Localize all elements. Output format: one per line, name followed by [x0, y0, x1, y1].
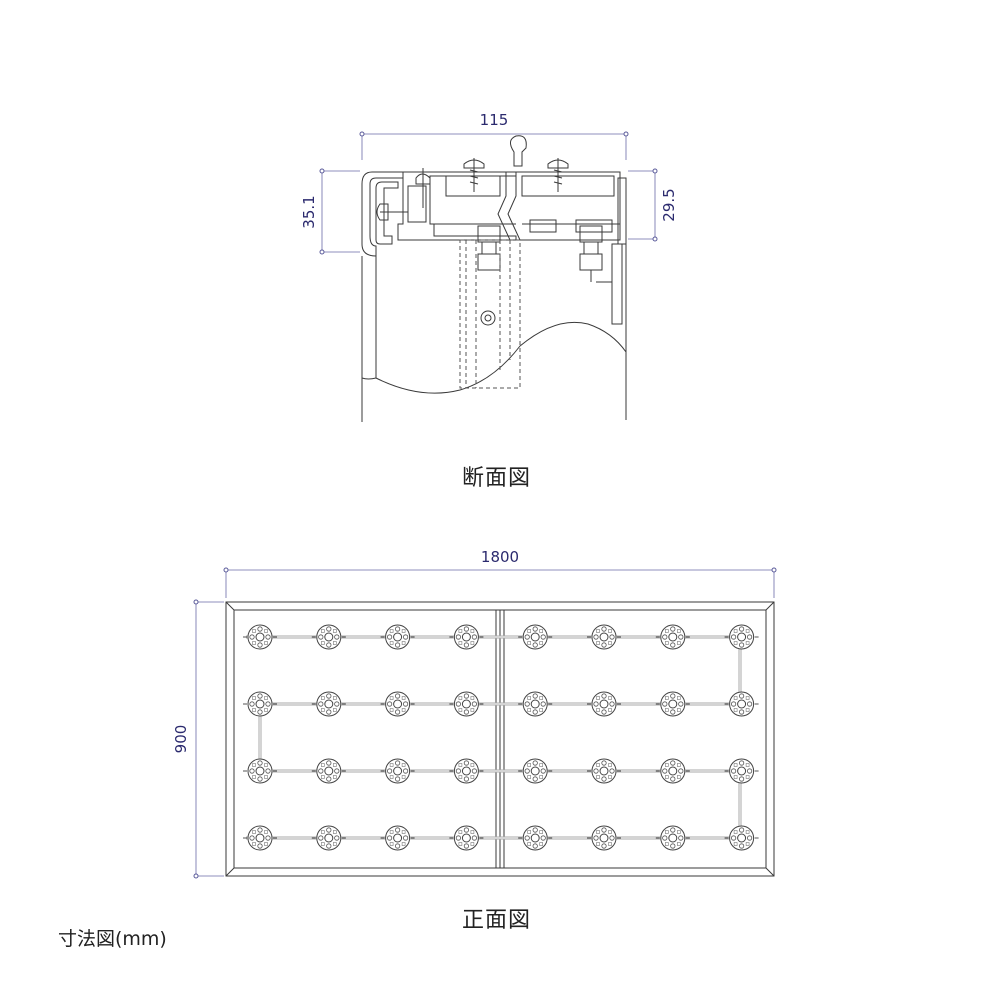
led-module-icon	[449, 624, 484, 650]
led-module-icon	[380, 624, 415, 650]
led-module-icon	[518, 825, 553, 851]
led-module-icon	[449, 691, 484, 717]
led-module-icon	[724, 825, 759, 851]
led-module-icon	[311, 691, 346, 717]
led-module-icon	[449, 825, 484, 851]
section-right-height-label: 29.5	[660, 188, 678, 221]
front-width-dimension: 1800	[223, 548, 777, 598]
led-module-icon	[311, 758, 346, 784]
front-height-dimension: 900	[172, 599, 224, 879]
section-width-label: 115	[480, 111, 509, 129]
bolt-icon	[579, 225, 603, 282]
screw-icon	[547, 158, 569, 192]
led-module-icon	[655, 825, 690, 851]
front-width-label: 1800	[481, 548, 519, 566]
section-width-dimension: 115	[359, 111, 629, 160]
front-view: 1800 900	[172, 548, 777, 879]
section-right-height-dimension: 29.5	[628, 168, 678, 242]
section-view: 115 35.1 29.5	[300, 111, 678, 422]
sign-board-body	[361, 239, 627, 422]
led-module-icon	[243, 758, 277, 784]
section-caption: 断面図	[462, 466, 532, 491]
led-module-icon	[380, 758, 415, 784]
led-module-icon	[518, 691, 553, 717]
unit-note: 寸法図(mm)	[58, 928, 167, 950]
frame-profile	[361, 135, 627, 420]
front-height-label: 900	[172, 725, 190, 754]
led-module-icon	[380, 691, 415, 717]
wiring	[246, 635, 742, 840]
led-module-icon	[655, 758, 690, 784]
led-module-icon	[243, 825, 277, 851]
screw-icon	[415, 168, 431, 208]
led-module-icon	[311, 825, 346, 851]
screw-icon	[376, 203, 408, 221]
front-caption: 正面図	[462, 908, 532, 933]
led-module-icon	[724, 691, 759, 717]
section-left-height-dimension: 35.1	[300, 168, 360, 255]
led-module-icon	[243, 691, 277, 717]
led-module-icon	[587, 825, 621, 851]
outer-frame	[225, 601, 775, 877]
bolt-icon	[477, 225, 501, 271]
led-module-icon	[380, 825, 415, 851]
led-module-icon	[587, 758, 621, 784]
led-module-icon	[518, 624, 553, 650]
led-module-icon	[518, 758, 553, 784]
led-module-icon	[587, 624, 621, 650]
section-left-height-label: 35.1	[300, 195, 318, 228]
screw-icon	[463, 158, 485, 192]
led-module-icon	[243, 624, 277, 650]
led-module-icon	[449, 758, 484, 784]
led-module-icon	[655, 691, 690, 717]
led-module-icon	[655, 624, 690, 650]
led-module-icon	[724, 758, 759, 784]
led-module-grid	[243, 624, 759, 851]
led-module-icon	[587, 691, 621, 717]
led-module-icon	[311, 624, 346, 650]
led-module-icon	[724, 624, 759, 650]
